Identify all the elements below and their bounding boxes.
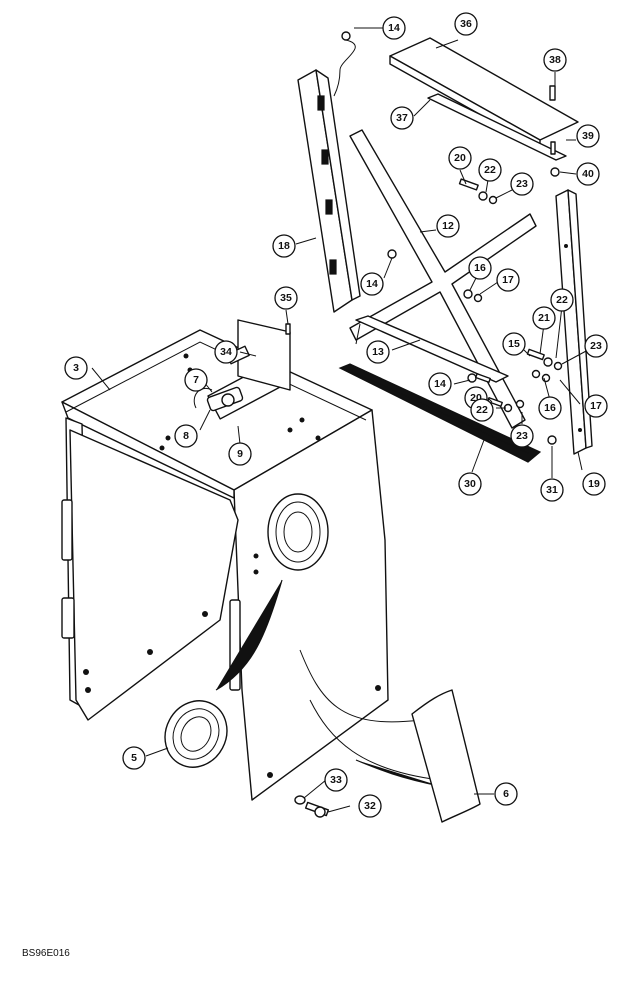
svg-text:3: 3 <box>73 362 79 374</box>
callout-13: 13 <box>366 340 390 364</box>
svg-text:22: 22 <box>484 164 496 176</box>
svg-text:17: 17 <box>590 400 602 412</box>
callout-14-lower: 14 <box>428 372 452 396</box>
svg-text:13: 13 <box>372 346 384 358</box>
svg-text:23: 23 <box>516 178 528 190</box>
svg-text:12: 12 <box>442 220 454 232</box>
callout-22-upper: 22 <box>478 158 502 182</box>
callout-36: 36 <box>454 12 478 36</box>
svg-text:34: 34 <box>220 346 232 358</box>
callout-37: 37 <box>390 106 414 130</box>
svg-text:21: 21 <box>538 312 550 324</box>
callout-30: 30 <box>458 472 482 496</box>
svg-text:18: 18 <box>278 240 290 252</box>
svg-text:15: 15 <box>508 338 520 350</box>
svg-text:23: 23 <box>590 340 602 352</box>
svg-text:7: 7 <box>193 374 199 386</box>
callout-3: 3 <box>64 356 88 380</box>
svg-text:30: 30 <box>464 478 476 490</box>
svg-text:14: 14 <box>388 22 400 34</box>
lower-bracket <box>355 315 509 383</box>
callout-14-top: 14 <box>382 16 406 40</box>
svg-text:16: 16 <box>474 262 486 274</box>
callout-12: 12 <box>436 214 460 238</box>
svg-text:20: 20 <box>454 152 466 164</box>
callout-18: 18 <box>272 234 296 258</box>
svg-text:6: 6 <box>503 788 509 800</box>
hardware <box>285 31 563 818</box>
svg-text:20: 20 <box>470 392 482 404</box>
svg-text:33: 33 <box>330 774 342 786</box>
callout-39: 39 <box>576 124 600 148</box>
svg-text:8: 8 <box>183 430 189 442</box>
callout-22-mid: 22 <box>550 288 574 312</box>
callout-23-upper: 23 <box>510 172 534 196</box>
grommet-ring <box>164 700 228 768</box>
diagonal-brace <box>349 129 537 429</box>
svg-text:35: 35 <box>280 292 292 304</box>
svg-text:39: 39 <box>582 130 594 142</box>
enclosure-panel <box>61 319 441 801</box>
upright-bar-right <box>555 189 593 455</box>
callout-14-mid: 14 <box>360 272 384 296</box>
svg-text:17: 17 <box>502 274 514 286</box>
svg-text:19: 19 <box>588 478 600 490</box>
figure-id: BS96E016 <box>22 948 70 959</box>
callout-40: 40 <box>576 162 600 186</box>
callout-5: 5 <box>122 746 146 770</box>
callout-20-upper: 20 <box>448 146 472 170</box>
callout-15: 15 <box>502 332 526 356</box>
svg-text:32: 32 <box>364 800 376 812</box>
svg-text:14: 14 <box>366 278 378 290</box>
callout-22-lower: 22 <box>470 398 494 422</box>
callout-32: 32 <box>358 794 382 818</box>
callout-9: 9 <box>228 442 252 466</box>
callout-17-upper: 17 <box>496 268 520 292</box>
serrated-strip <box>338 363 542 463</box>
callout-21: 21 <box>532 306 556 330</box>
callout-35: 35 <box>274 286 298 310</box>
callout-34: 34 <box>214 340 238 364</box>
svg-text:37: 37 <box>396 112 408 124</box>
callout-17-lower: 17 <box>584 394 608 418</box>
callout-8: 8 <box>174 424 198 448</box>
svg-text:23: 23 <box>516 430 528 442</box>
leader-lines <box>91 27 589 813</box>
svg-text:22: 22 <box>556 294 568 306</box>
svg-text:5: 5 <box>131 752 137 764</box>
svg-text:31: 31 <box>546 484 558 496</box>
callout-31: 31 <box>540 478 564 502</box>
top-plate <box>389 37 579 161</box>
svg-text:14: 14 <box>434 378 446 390</box>
svg-text:38: 38 <box>549 54 561 66</box>
callout-33: 33 <box>324 768 348 792</box>
callout-6: 6 <box>494 782 518 806</box>
curved-guard <box>411 689 481 823</box>
callout-23-lower: 23 <box>510 424 534 448</box>
callout-7: 7 <box>184 368 208 392</box>
svg-text:22: 22 <box>476 404 488 416</box>
svg-text:16: 16 <box>544 402 556 414</box>
vertical-bracket-left <box>297 69 361 313</box>
svg-text:40: 40 <box>582 168 594 180</box>
callout-16-lower: 16 <box>538 396 562 420</box>
callout-23-mid: 23 <box>584 334 608 358</box>
svg-text:36: 36 <box>460 18 472 30</box>
callout-19: 19 <box>582 472 606 496</box>
callout-16-upper: 16 <box>468 256 492 280</box>
callout-38: 38 <box>543 48 567 72</box>
svg-text:9: 9 <box>237 448 243 460</box>
